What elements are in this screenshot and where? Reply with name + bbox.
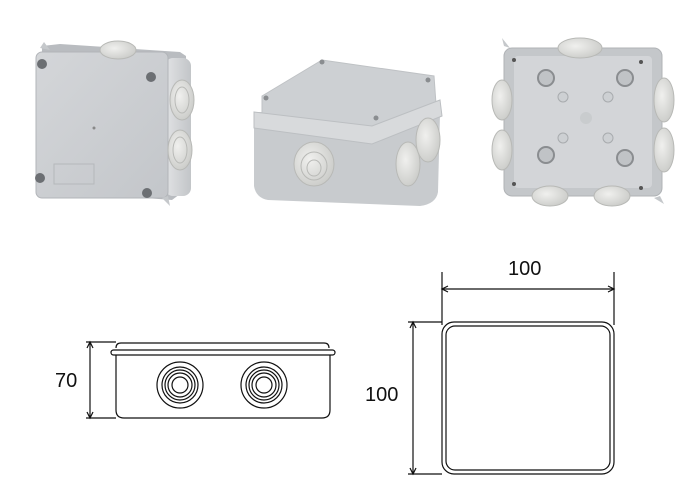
- side-view-drawing: [86, 340, 336, 420]
- depth-dimension-label: 100: [365, 384, 399, 406]
- top-view-drawing: [408, 272, 616, 476]
- photo-open-interior: [491, 37, 675, 207]
- photo-front-lid: [35, 40, 195, 206]
- height-dimension-label: 70: [55, 370, 78, 392]
- photo-perspective: [253, 59, 443, 206]
- width-dimension-label: 100: [508, 258, 542, 280]
